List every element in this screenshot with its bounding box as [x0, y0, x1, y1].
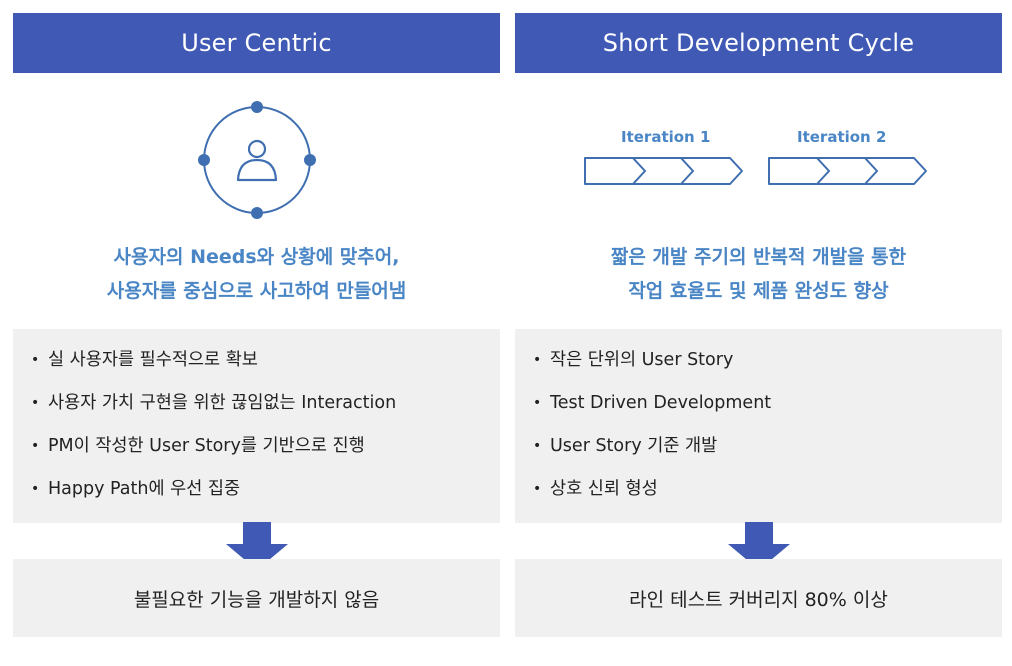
iteration-1-chevrons-icon [584, 157, 743, 185]
bullet-item: User Story 기준 개발 [533, 431, 1002, 474]
tagline-line-2: 사용자를 중심으로 사고하여 만들어냄 [106, 280, 407, 302]
iteration-1-label: Iteration 1 [621, 128, 711, 146]
down-arrow-icon [225, 522, 288, 570]
bullet-list: 작은 단위의 User Story Test Driven Developmen… [515, 329, 1002, 517]
user-cycle-illustration [13, 98, 500, 222]
bullet-item: 상호 신뢰 형성 [533, 474, 1002, 517]
tagline-line-1: 사용자의 Needs와 상황에 맞추어, [113, 246, 400, 268]
bullet-item: Test Driven Development [533, 388, 1002, 431]
bullet-item: 작은 단위의 User Story [533, 345, 1002, 388]
bullet-item: Happy Path에 우선 집중 [31, 474, 500, 517]
user-circle-icon [197, 101, 316, 219]
bullet-item: 실 사용자를 필수적으로 확보 [31, 345, 500, 388]
user-centric-header: User Centric [13, 13, 500, 73]
down-arrow-icon [727, 522, 790, 570]
short-cycle-bullet-panel: 작은 단위의 User Story Test Driven Developmen… [515, 329, 1002, 523]
iteration-2-chevrons-icon [768, 157, 927, 185]
iteration-2-label: Iteration 2 [797, 128, 887, 146]
bullet-item: PM이 작성한 User Story를 기반으로 진행 [31, 431, 500, 474]
tagline-line-1: 짧은 개발 주기의 반복적 개발을 통한 [610, 246, 907, 268]
short-cycle-header: Short Development Cycle [515, 13, 1002, 73]
short-cycle-tagline: 짧은 개발 주기의 반복적 개발을 통한 작업 효율도 및 제품 완성도 향상 [515, 240, 1002, 308]
tagline-line-2: 작업 효율도 및 제품 완성도 향상 [628, 280, 889, 302]
bullet-item: 사용자 가치 구현을 위한 끊임없는 Interaction [31, 388, 500, 431]
short-cycle-result: 라인 테스트 커버리지 80% 이상 [515, 559, 1002, 637]
bullet-list: 실 사용자를 필수적으로 확보 사용자 가치 구현을 위한 끊임없는 Inter… [13, 329, 500, 517]
user-centric-bullet-panel: 실 사용자를 필수적으로 확보 사용자 가치 구현을 위한 끊임없는 Inter… [13, 329, 500, 523]
user-centric-result: 불필요한 기능을 개발하지 않음 [13, 559, 500, 637]
user-centric-tagline: 사용자의 Needs와 상황에 맞추어, 사용자를 중심으로 사고하여 만들어냄 [13, 240, 500, 308]
